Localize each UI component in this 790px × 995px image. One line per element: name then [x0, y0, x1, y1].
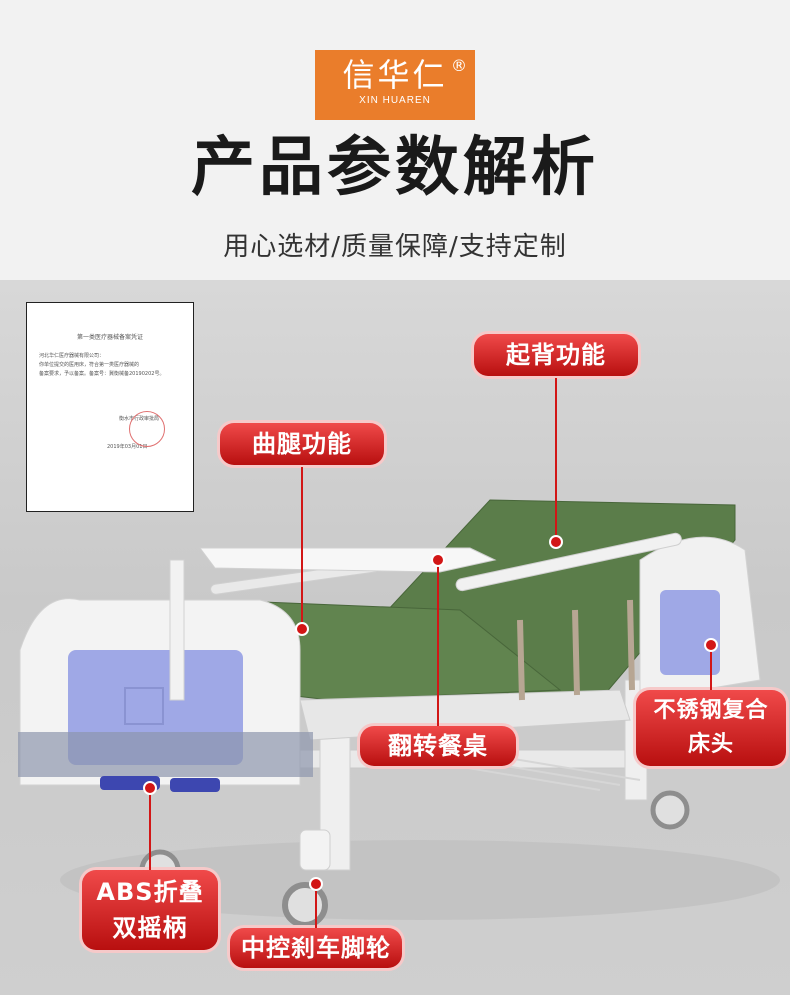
callout-back-lift: 起背功能	[474, 334, 638, 376]
callout-leader-line	[710, 645, 712, 690]
brand-logo: 信华仁 ® XIN HUAREN	[315, 50, 475, 120]
callout-central-brake-caster: 中控刹车脚轮	[230, 928, 402, 968]
registration-certificate: 第一类医疗器械备案凭证 河北华仁医疗器械有限公司： 你单位提交的医用床，符合第一…	[26, 302, 194, 512]
page-title: 产品参数解析	[191, 131, 599, 205]
certificate-date: 2019年03月01日	[107, 444, 148, 450]
callout-leader-line	[149, 790, 151, 870]
certificate-title: 第一类医疗器械备案凭证	[76, 334, 143, 341]
page-subtitle: 用心选材/质量保障/支持定制	[223, 232, 567, 262]
registered-mark: ®	[451, 56, 467, 75]
brand-name: 信华仁	[342, 56, 448, 94]
callout-leader-line	[301, 467, 303, 627]
callout-leader-line	[315, 888, 317, 928]
callout-flip-table: 翻转餐桌	[360, 726, 516, 766]
callout-stainless-headboard: 不锈钢复合 床头	[636, 690, 786, 766]
header-banner: 信华仁 ® XIN HUAREN 产品参数解析 用心选材/质量保障/支持定制	[0, 0, 790, 280]
callout-dot	[431, 553, 445, 567]
callout-line-1: ABS折叠	[96, 878, 204, 906]
callout-leader-line	[555, 378, 557, 540]
callout-abs-crank: ABS折叠 双摇柄	[82, 870, 218, 950]
callout-line-2: 双摇柄	[112, 914, 188, 942]
brand-pinyin: XIN HUAREN	[359, 95, 431, 106]
callout-dot	[704, 638, 718, 652]
certificate-line: 你单位提交的医用床，符合第一类医疗器械的	[39, 362, 140, 368]
callout-dot	[309, 877, 323, 891]
callout-leg-bend: 曲腿功能	[220, 423, 384, 465]
callout-line-1: 不锈钢复合	[653, 698, 769, 723]
callout-dot	[143, 781, 157, 795]
certificate-line: 备案要求，予以备案。备案号：冀衡械备20190202号。	[39, 371, 165, 377]
certificate-line: 河北华仁医疗器械有限公司：	[39, 353, 105, 359]
callout-dot	[549, 535, 563, 549]
callout-leader-line	[437, 562, 439, 726]
callout-line-2: 床头	[687, 732, 734, 757]
callout-dot	[295, 622, 309, 636]
official-seal	[129, 411, 165, 447]
